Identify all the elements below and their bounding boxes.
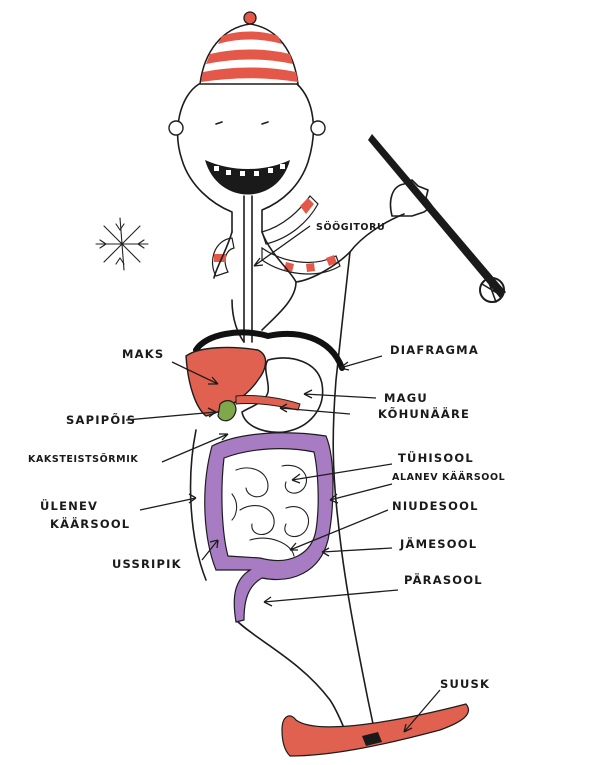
gallbladder <box>218 401 236 421</box>
esophagus <box>244 196 252 342</box>
snowflake <box>96 218 148 270</box>
label-ulenev-kaarsool-line1: ÜLENEV <box>40 498 98 513</box>
label-diafragma: DIAFRAGMA <box>390 343 479 357</box>
left-eye <box>216 122 222 124</box>
label-suusk: SUUSK <box>440 677 490 691</box>
label-sapipois: SAPIPÕIS <box>66 412 136 427</box>
label-ulenev-kaarsool-line2: KÄÄRSOOL <box>50 516 130 531</box>
label-magu: MAGU <box>384 391 428 405</box>
labels: SÖÖGITORU MAKS DIAFRAGMA MAGU SAPIPÕIS K… <box>28 222 505 691</box>
label-ussripik: USSRIPIK <box>112 557 182 571</box>
label-maks: MAKS <box>122 347 164 361</box>
right-eye <box>262 122 268 124</box>
right-ear <box>311 121 325 135</box>
hand-with-pole <box>368 134 506 302</box>
label-niudesool: NIUDESOOL <box>392 499 479 513</box>
large-intestine <box>205 433 333 622</box>
left-ear <box>169 121 183 135</box>
label-kaksteistsormik: KAKSTEISTSÕRMIK <box>28 453 138 465</box>
label-jamesool: JÄMESOOL <box>399 536 477 551</box>
label-tuhisool: TÜHISOOL <box>398 450 474 465</box>
label-parasool: PÄRASOOL <box>404 572 483 587</box>
label-soogitoru: SÖÖGITORU <box>316 222 385 233</box>
pancreas <box>236 395 300 410</box>
striped-scarf <box>213 196 340 276</box>
label-kohunaare: KÕHUNÄÄRE <box>378 406 470 421</box>
skis <box>282 704 468 756</box>
mouth <box>205 160 290 195</box>
label-alanev-kaarsool: ALANEV KÄÄRSOOL <box>392 472 505 483</box>
striped-hat <box>200 12 298 84</box>
